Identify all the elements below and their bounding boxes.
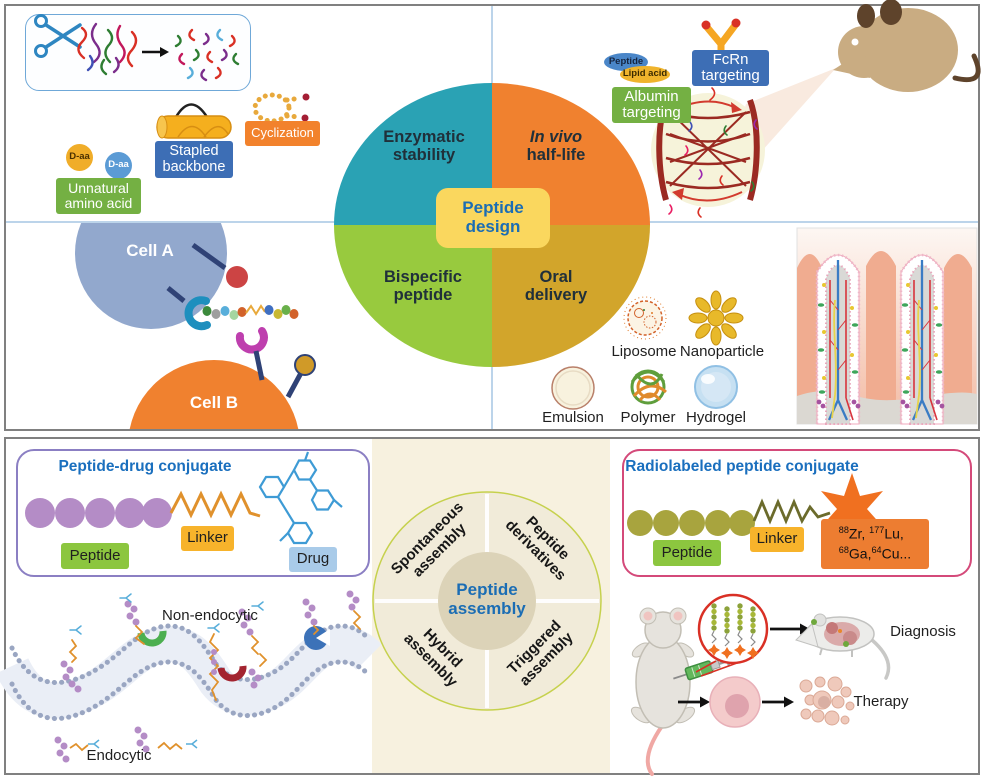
- pdc-linker-label: Linker: [181, 526, 234, 551]
- pdc-drug-label: Drug: [289, 547, 337, 572]
- injection-mouse-icon: [630, 607, 731, 776]
- rpc-linker-label: Linker: [750, 527, 804, 552]
- diagnosis-label: Diagnosis: [890, 623, 956, 640]
- cell-membrane-icon: [0, 590, 382, 763]
- therapy-arrow-2: [762, 696, 794, 708]
- rpc-illustration: [627, 473, 883, 545]
- diagnosis-mouse-icon: [795, 613, 891, 680]
- scissors-icon: [34, 14, 82, 58]
- radiolabel-star-icon: [821, 473, 883, 545]
- blue-pacman-receptor: [304, 626, 330, 650]
- emulsion-icon: [551, 366, 595, 410]
- peptide-assembly-wheel: [372, 491, 602, 711]
- polymer-icon: [630, 369, 667, 405]
- bispecific-peptide-chain: [202, 304, 299, 320]
- endocytic-label: Endocytic: [86, 747, 152, 764]
- enzymatic-degradation-box: [25, 14, 251, 91]
- cell-b-label: Cell B: [189, 393, 239, 412]
- liposome-label: Liposome: [611, 343, 677, 360]
- rpc-peptide-label: Peptide: [653, 540, 721, 566]
- hydrogel-icon: [694, 365, 738, 409]
- cyclization-loop-icon: [252, 92, 310, 124]
- rpc-title: Radiolabeled peptide conjugate: [625, 458, 859, 475]
- lipid-acid-ellipse-label: Lipid acid: [620, 66, 670, 83]
- quadrant-oral-delivery: [492, 225, 650, 367]
- nanoparticle-label: Nanoparticle: [679, 343, 765, 360]
- hydrogel-label: Hydrogel: [685, 409, 747, 426]
- pdc-title: Peptide-drug conjugate: [58, 458, 232, 475]
- stapled-cylinder-icon: [156, 103, 232, 139]
- cyclization-label: Cyclization: [245, 121, 320, 146]
- endocytic-conjugates: [54, 726, 198, 763]
- diagnosis-arrow: [770, 623, 810, 635]
- cell-a-label: Cell A: [126, 241, 174, 260]
- membrane-conjugates: [60, 590, 362, 701]
- bispecific-receptors: [166, 242, 316, 399]
- quadrant-bispecific-peptide: [334, 225, 492, 367]
- d-aa-blue-badge: D-aa: [105, 152, 132, 179]
- peptide-fragments: [174, 28, 240, 82]
- cell-b-shape: [129, 360, 299, 429]
- nanoparticle-icon: [688, 290, 744, 346]
- villus-detailed-2: [899, 253, 945, 425]
- red-receptor: [217, 665, 247, 682]
- therapy-label: Therapy: [853, 693, 909, 710]
- intestinal-villi-icon: [796, 227, 978, 425]
- rpc-isotopes-label: 88Zr, 177Lu, 68Ga,64Cu...: [821, 519, 929, 569]
- green-receptor: [137, 630, 167, 647]
- drug-molecule-icon: [258, 451, 343, 545]
- therapy-arrow-1: [678, 696, 710, 708]
- arrow-right-icon: [142, 47, 169, 57]
- tumor-cell-icon: [709, 676, 761, 728]
- non-endocytic-label: Non-endocytic: [162, 607, 258, 624]
- villus-detailed: [815, 253, 861, 425]
- polymer-label: Polymer: [620, 409, 676, 426]
- magnifier-circle-icon: [695, 593, 769, 677]
- emulsion-label: Emulsion: [542, 409, 604, 426]
- peptide-squiggles: [77, 22, 138, 76]
- liposome-icon: [623, 296, 667, 340]
- radiolabeled-assemblies: [708, 603, 759, 659]
- pdc-illustration: [25, 451, 343, 545]
- pdc-peptide-label: Peptide: [61, 543, 129, 569]
- mouse-icon: [833, 0, 981, 92]
- fragmented-cell-icon: [799, 676, 855, 726]
- d-aa-yellow-badge: D-aa: [66, 144, 93, 171]
